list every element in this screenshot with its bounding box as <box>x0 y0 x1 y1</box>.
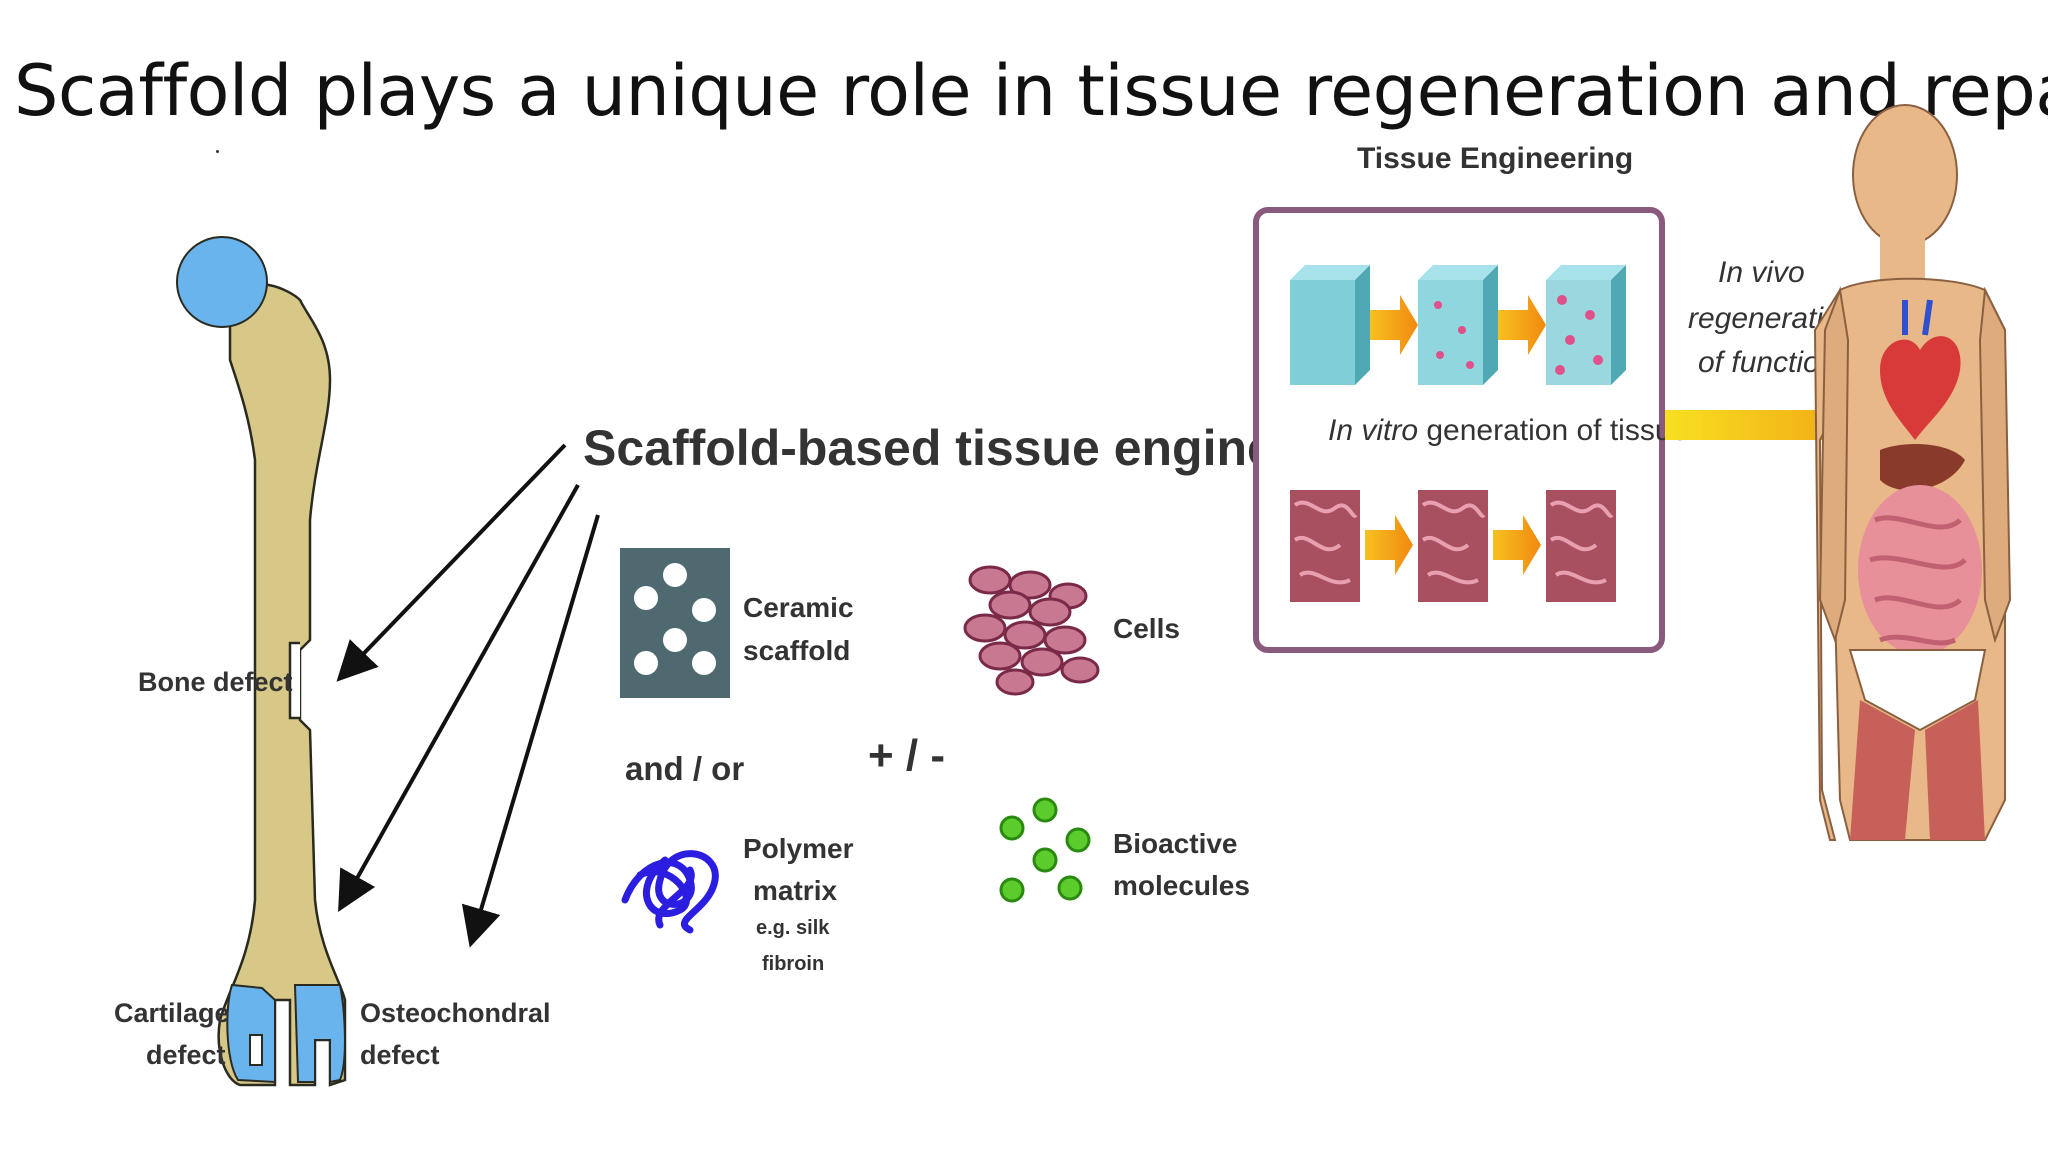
ceramic-scaffold-icon <box>620 548 730 698</box>
cartilage-defect-hole <box>249 1034 263 1066</box>
in-vitro-label: In vitro generation of tissue <box>1328 414 1688 447</box>
polymer-label-4: fibroin <box>762 953 824 975</box>
polymer-matrix-icon <box>621 850 719 934</box>
and-or-label: and / or <box>625 750 744 787</box>
in-vivo-label: In vivo <box>1718 256 1805 289</box>
plus-minus-label: + / - <box>868 731 945 780</box>
human-body-figure <box>1813 104 2012 841</box>
slide-title: Scaffold plays a unique role in tissue r… <box>14 50 2048 132</box>
tissue-engineering-heading: Tissue Engineering <box>1357 142 1633 175</box>
arrow-cube-2 <box>1498 295 1546 355</box>
scaffold-cubes-row <box>1290 265 1626 385</box>
cartilage-left <box>226 983 276 1084</box>
in-vitro-italic: In vitro <box>1328 414 1418 447</box>
polymer-label: Polymer <box>743 833 854 864</box>
cube-empty <box>1290 265 1370 385</box>
osteochondral-defect-label: Osteochondral <box>360 998 551 1028</box>
bone-defect-notch <box>288 641 300 720</box>
arrow-tissue-2 <box>1493 515 1541 575</box>
cube-grown <box>1546 265 1626 385</box>
in-vivo-arrow <box>1665 390 1935 460</box>
in-vitro-rest: generation of tissue <box>1418 414 1688 447</box>
arrow-to-osteochondral-defect <box>461 514 600 948</box>
in-vivo-label-3: of function <box>1698 346 1836 379</box>
cube-seeded <box>1418 265 1498 385</box>
tissue-cube-3 <box>1546 490 1616 602</box>
arrow-tissue-1 <box>1365 515 1413 575</box>
polymer-label-3: e.g. silk <box>756 917 830 939</box>
bone-defect-label: Bone defect <box>138 667 293 697</box>
bioactive-label: Bioactive <box>1113 828 1238 859</box>
arrow-to-bone-defect <box>336 443 567 682</box>
cartilage-defect-label: Cartilage <box>114 998 230 1028</box>
polymer-label-2: matrix <box>753 875 837 906</box>
ceramic-label: Ceramic <box>743 592 854 623</box>
bioactive-molecules-icon <box>999 797 1091 903</box>
femur-bone <box>176 236 347 1087</box>
tissue-cube-1 <box>1290 490 1360 602</box>
cells-icon <box>963 565 1100 696</box>
bioactive-label-2: molecules <box>1113 870 1250 901</box>
cells-label: Cells <box>1113 613 1180 644</box>
cartilage-defect-label-2: defect <box>146 1040 226 1070</box>
stray-dot <box>216 150 219 153</box>
cartilage-right <box>293 984 346 1084</box>
arrow-cube-1 <box>1370 295 1418 355</box>
tissue-cube-2 <box>1418 490 1488 602</box>
tissue-cubes-row <box>1290 490 1616 602</box>
arrow-to-cartilage-defect <box>338 484 580 912</box>
osteochondral-defect-label-2: defect <box>360 1040 440 1070</box>
ceramic-label-2: scaffold <box>743 635 850 666</box>
femoral-head <box>176 236 268 328</box>
